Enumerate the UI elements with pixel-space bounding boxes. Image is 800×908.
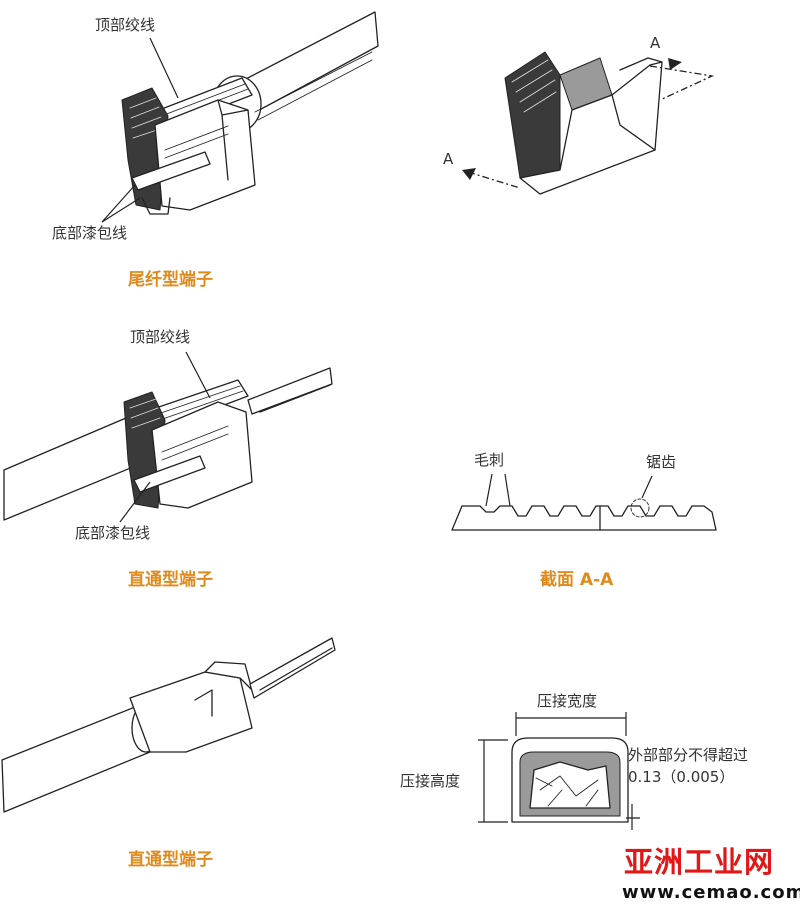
- straight-terminal-drawing: [3, 351, 333, 523]
- wire-conductor-lines: [254, 51, 373, 121]
- wire-insulation: [1, 704, 151, 813]
- strand-lines: [151, 385, 244, 423]
- right-wall-top: [619, 57, 663, 71]
- wing-ribs: [129, 398, 161, 429]
- height-dimension: [478, 739, 508, 823]
- wire-out-line: [259, 647, 333, 691]
- section-arrow-left: [462, 168, 476, 180]
- label-outer-limit-note: 外部部分不得超过: [628, 746, 749, 764]
- section-terminal-drawing: [462, 51, 715, 195]
- serration-lines: [164, 125, 229, 159]
- serrated-section: [451, 505, 717, 531]
- label-top-stranded-wire-1: 顶部绞线: [95, 16, 156, 34]
- label-bottom-enameled-wire-1: 底部漆包线: [52, 224, 128, 242]
- strand-cracks: [535, 775, 599, 807]
- pigtail-terminal-drawing: [101, 11, 379, 223]
- left-ribbed-wall: [504, 51, 561, 187]
- caption-straight-terminal-2: 直通型端子: [128, 850, 213, 870]
- wire-out: [247, 367, 333, 415]
- strands-region: [529, 761, 611, 809]
- section-a-a-drawing: [451, 473, 717, 531]
- leader-bottom: [119, 481, 151, 523]
- label-burr: 毛刺: [474, 451, 505, 469]
- serration-highlight: [630, 498, 650, 518]
- terminal-body: [151, 401, 253, 509]
- crimped-terminal-drawing: [1, 637, 336, 813]
- crimp-cross-section-drawing: [478, 712, 640, 830]
- wall-ribs: [511, 59, 557, 113]
- crimped-barrel: [129, 671, 253, 753]
- right-wall: [611, 61, 663, 151]
- wing-ribs: [129, 97, 164, 139]
- enameled-wire: [133, 455, 206, 493]
- barrel-fold: [194, 689, 213, 717]
- leader-top: [149, 37, 179, 99]
- label-serration: 锯齿: [646, 453, 677, 471]
- wire-out-line: [259, 384, 331, 413]
- caption-section-a-a: 截面 A-A: [540, 570, 614, 590]
- leader-top: [185, 351, 211, 399]
- section-arrow-right: [668, 58, 682, 70]
- label-section-a-left: A: [443, 150, 454, 168]
- label-crimp-height: 压接高度: [400, 772, 461, 790]
- width-dimension: [515, 712, 627, 736]
- label-crimp-width: 压接宽度: [537, 692, 598, 710]
- serration-lines: [161, 425, 229, 461]
- label-outer-limit-value: 0.13（0.005）: [628, 768, 735, 786]
- caption-pigtail-terminal: 尾纤型端子: [128, 270, 213, 290]
- caption-straight-terminal-1: 直通型端子: [128, 570, 213, 590]
- overhang-dimension: [626, 804, 640, 830]
- label-section-a-right: A: [650, 34, 661, 52]
- terminal-bottom-edge: [141, 197, 171, 215]
- burr-leaders: [485, 473, 511, 507]
- watermark-logo-text: 亚洲工业网: [624, 845, 775, 879]
- serration-leader: [641, 475, 653, 499]
- label-top-stranded-wire-2: 顶部绞线: [130, 328, 191, 346]
- barrel-top: [204, 661, 253, 691]
- terminal-edges: [217, 99, 249, 181]
- watermark-url: www.cemao.com: [622, 882, 800, 903]
- enameled-wire: [131, 151, 211, 191]
- label-bottom-enameled-wire-2: 底部漆包线: [75, 524, 151, 542]
- leader-bottom: [101, 184, 141, 223]
